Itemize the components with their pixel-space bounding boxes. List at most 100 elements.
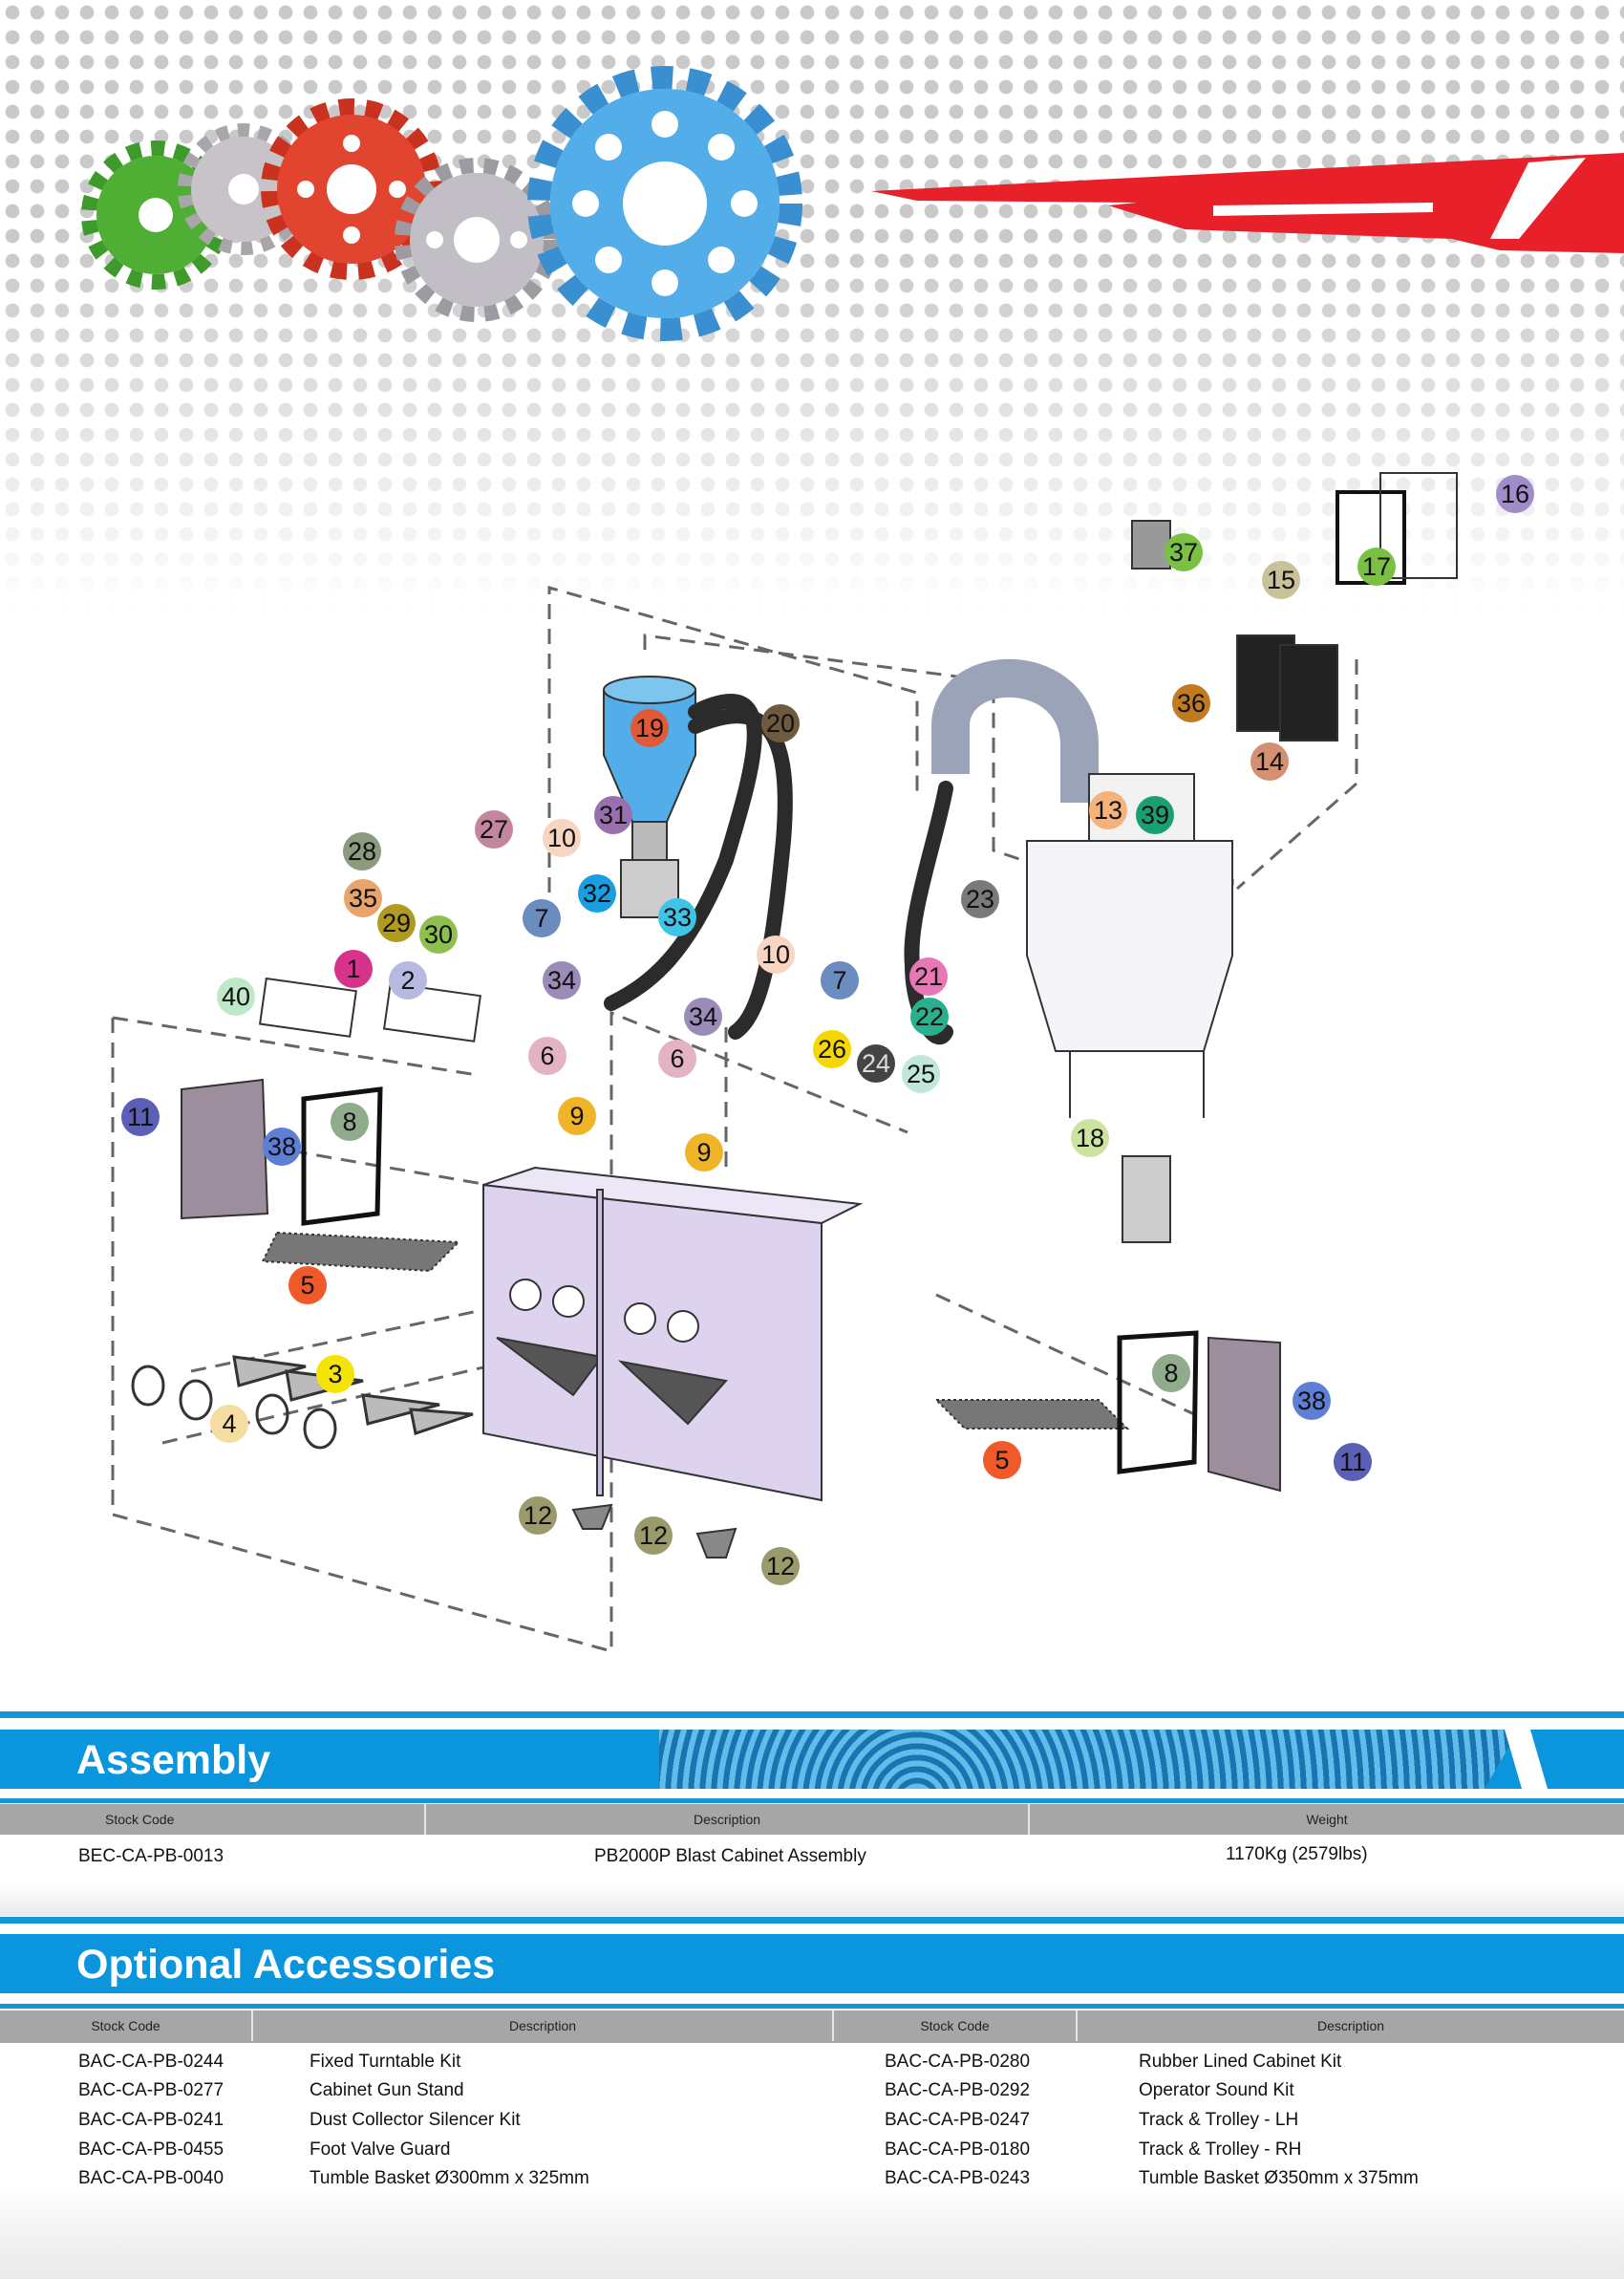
- dashed-guide-lines: [111, 586, 1358, 1653]
- gear-icon: [395, 158, 559, 322]
- accessory-desc: Fixed Turntable Kit: [310, 2052, 461, 2072]
- callout-28: 28: [343, 832, 381, 871]
- red-swoosh-graphic: [871, 153, 1624, 253]
- callout-26: 26: [813, 1030, 851, 1068]
- callout-9: 9: [558, 1097, 596, 1135]
- accessory-code: BAC-CA-PB-0455: [78, 2139, 224, 2160]
- accessory-code: BAC-CA-PB-0040: [78, 2168, 224, 2188]
- callout-9: 9: [685, 1133, 723, 1172]
- callout-33: 33: [658, 898, 696, 936]
- callout-22: 22: [910, 998, 949, 1036]
- col-description: Description: [426, 1804, 1030, 1835]
- callout-35: 35: [344, 879, 382, 917]
- col-description-right: Description: [1316, 2018, 1385, 2033]
- assembly-title: Assembly: [76, 1737, 271, 1783]
- callout-36: 36: [1172, 684, 1210, 722]
- col-description-left: Description: [253, 2010, 834, 2041]
- callout-4: 4: [210, 1405, 248, 1443]
- accessory-desc: Dust Collector Silencer Kit: [310, 2110, 521, 2130]
- callout-27: 27: [475, 810, 513, 849]
- callout-29: 29: [377, 904, 416, 942]
- accessory-code: BAC-CA-PB-0180: [885, 2139, 1031, 2160]
- callout-32: 32: [578, 874, 616, 913]
- callout-17: 17: [1357, 548, 1396, 586]
- divider-line: [0, 1711, 1624, 1718]
- accessory-code: BAC-CA-PB-0280: [885, 2052, 1031, 2072]
- divider-line: [0, 2004, 1624, 2009]
- divider-line: [0, 1798, 1624, 1803]
- callout-34: 34: [543, 961, 581, 1000]
- callout-6: 6: [528, 1037, 566, 1075]
- col-weight: Weight: [1306, 1812, 1348, 1827]
- callout-31: 31: [594, 796, 632, 834]
- accessory-code: BAC-CA-PB-0247: [885, 2110, 1031, 2130]
- accessories-table-header: Stock Code Description Stock Code Descri…: [0, 2010, 1624, 2043]
- callout-6: 6: [658, 1040, 696, 1078]
- callout-11: 11: [1334, 1443, 1372, 1481]
- callout-7: 7: [523, 899, 561, 937]
- assembly-description: PB2000P Blast Cabinet Assembly: [594, 1846, 866, 1866]
- exploded-diagram: [81, 66, 1624, 1653]
- banner-notch: [1505, 1730, 1548, 1789]
- accessory-code: BAC-CA-PB-0292: [885, 2080, 1031, 2100]
- dust-collector-drawing: [1026, 472, 1458, 1243]
- accessory-code: BAC-CA-PB-0277: [78, 2080, 224, 2100]
- callout-14: 14: [1250, 742, 1289, 781]
- callout-15: 15: [1262, 561, 1300, 599]
- callout-10: 10: [757, 935, 795, 974]
- gears-banner-image: [659, 1730, 1519, 1789]
- gear-icon: [527, 66, 802, 341]
- accessory-desc: Tumble Basket Ø300mm x 325mm: [310, 2168, 589, 2188]
- callout-12: 12: [761, 1547, 800, 1585]
- accessory-desc: Track & Trolley - LH: [1139, 2110, 1299, 2130]
- callout-13: 13: [1089, 791, 1127, 829]
- cyclone-reclaimer-drawing: [603, 676, 696, 918]
- accessory-code: BAC-CA-PB-0244: [78, 2052, 224, 2072]
- assembly-stock-code: BEC-CA-PB-0013: [78, 1846, 224, 1866]
- callout-34: 34: [684, 998, 722, 1036]
- accessory-desc: Tumble Basket Ø350mm x 375mm: [1139, 2168, 1419, 2188]
- accessory-desc: Track & Trolley - RH: [1139, 2139, 1302, 2160]
- accessory-desc: Rubber Lined Cabinet Kit: [1139, 2052, 1342, 2072]
- accessories-table-body: BAC-CA-PB-0244 Fixed Turntable Kit BAC-C…: [0, 2043, 1624, 2279]
- callout-19: 19: [630, 709, 669, 747]
- assembly-table-header: Stock Code Description Weight: [0, 1804, 1624, 1835]
- callout-12: 12: [519, 1496, 557, 1535]
- callout-5: 5: [983, 1441, 1021, 1479]
- callout-8: 8: [1152, 1354, 1190, 1392]
- duct-drawing: [931, 658, 1099, 803]
- callout-38: 38: [263, 1128, 301, 1166]
- gear-icon: [261, 98, 442, 280]
- callout-8: 8: [331, 1103, 369, 1141]
- callout-25: 25: [902, 1055, 940, 1093]
- callout-23: 23: [961, 880, 999, 918]
- divider-line: [0, 1917, 1624, 1924]
- callout-21: 21: [909, 957, 948, 996]
- accessory-code: BAC-CA-PB-0241: [78, 2110, 224, 2130]
- callout-40: 40: [217, 978, 255, 1016]
- blast-cabinet-drawing: [181, 977, 1281, 1559]
- callout-7: 7: [821, 961, 859, 1000]
- callout-3: 3: [316, 1355, 354, 1393]
- assembly-header-band: Assembly: [0, 1730, 1624, 1789]
- col-stock-code-right: Stock Code: [834, 2010, 1078, 2041]
- callout-2: 2: [389, 961, 427, 1000]
- callout-10: 10: [543, 819, 581, 857]
- assembly-weight: 1170Kg (2579lbs): [1226, 1844, 1368, 1864]
- accessory-code: BAC-CA-PB-0243: [885, 2168, 1031, 2188]
- callout-37: 37: [1165, 533, 1203, 571]
- window-rings-and-sleeves: [131, 1355, 474, 1450]
- callout-38: 38: [1293, 1382, 1331, 1420]
- accessories-header-band: Optional Accessories: [0, 1934, 1624, 1993]
- col-stock-code-left: Stock Code: [0, 2010, 253, 2041]
- accessory-desc: Cabinet Gun Stand: [310, 2080, 464, 2100]
- callout-18: 18: [1071, 1119, 1109, 1157]
- callout-20: 20: [761, 704, 800, 742]
- col-stock-code: Stock Code: [0, 1804, 426, 1835]
- assembly-table-body: BEC-CA-PB-0013 PB2000P Blast Cabinet Ass…: [0, 1835, 1624, 1916]
- callout-39: 39: [1136, 796, 1174, 834]
- accessories-title: Optional Accessories: [76, 1942, 496, 1988]
- gears-graphic: [81, 66, 802, 341]
- accessory-desc: Operator Sound Kit: [1139, 2080, 1294, 2100]
- callout-1: 1: [334, 950, 373, 988]
